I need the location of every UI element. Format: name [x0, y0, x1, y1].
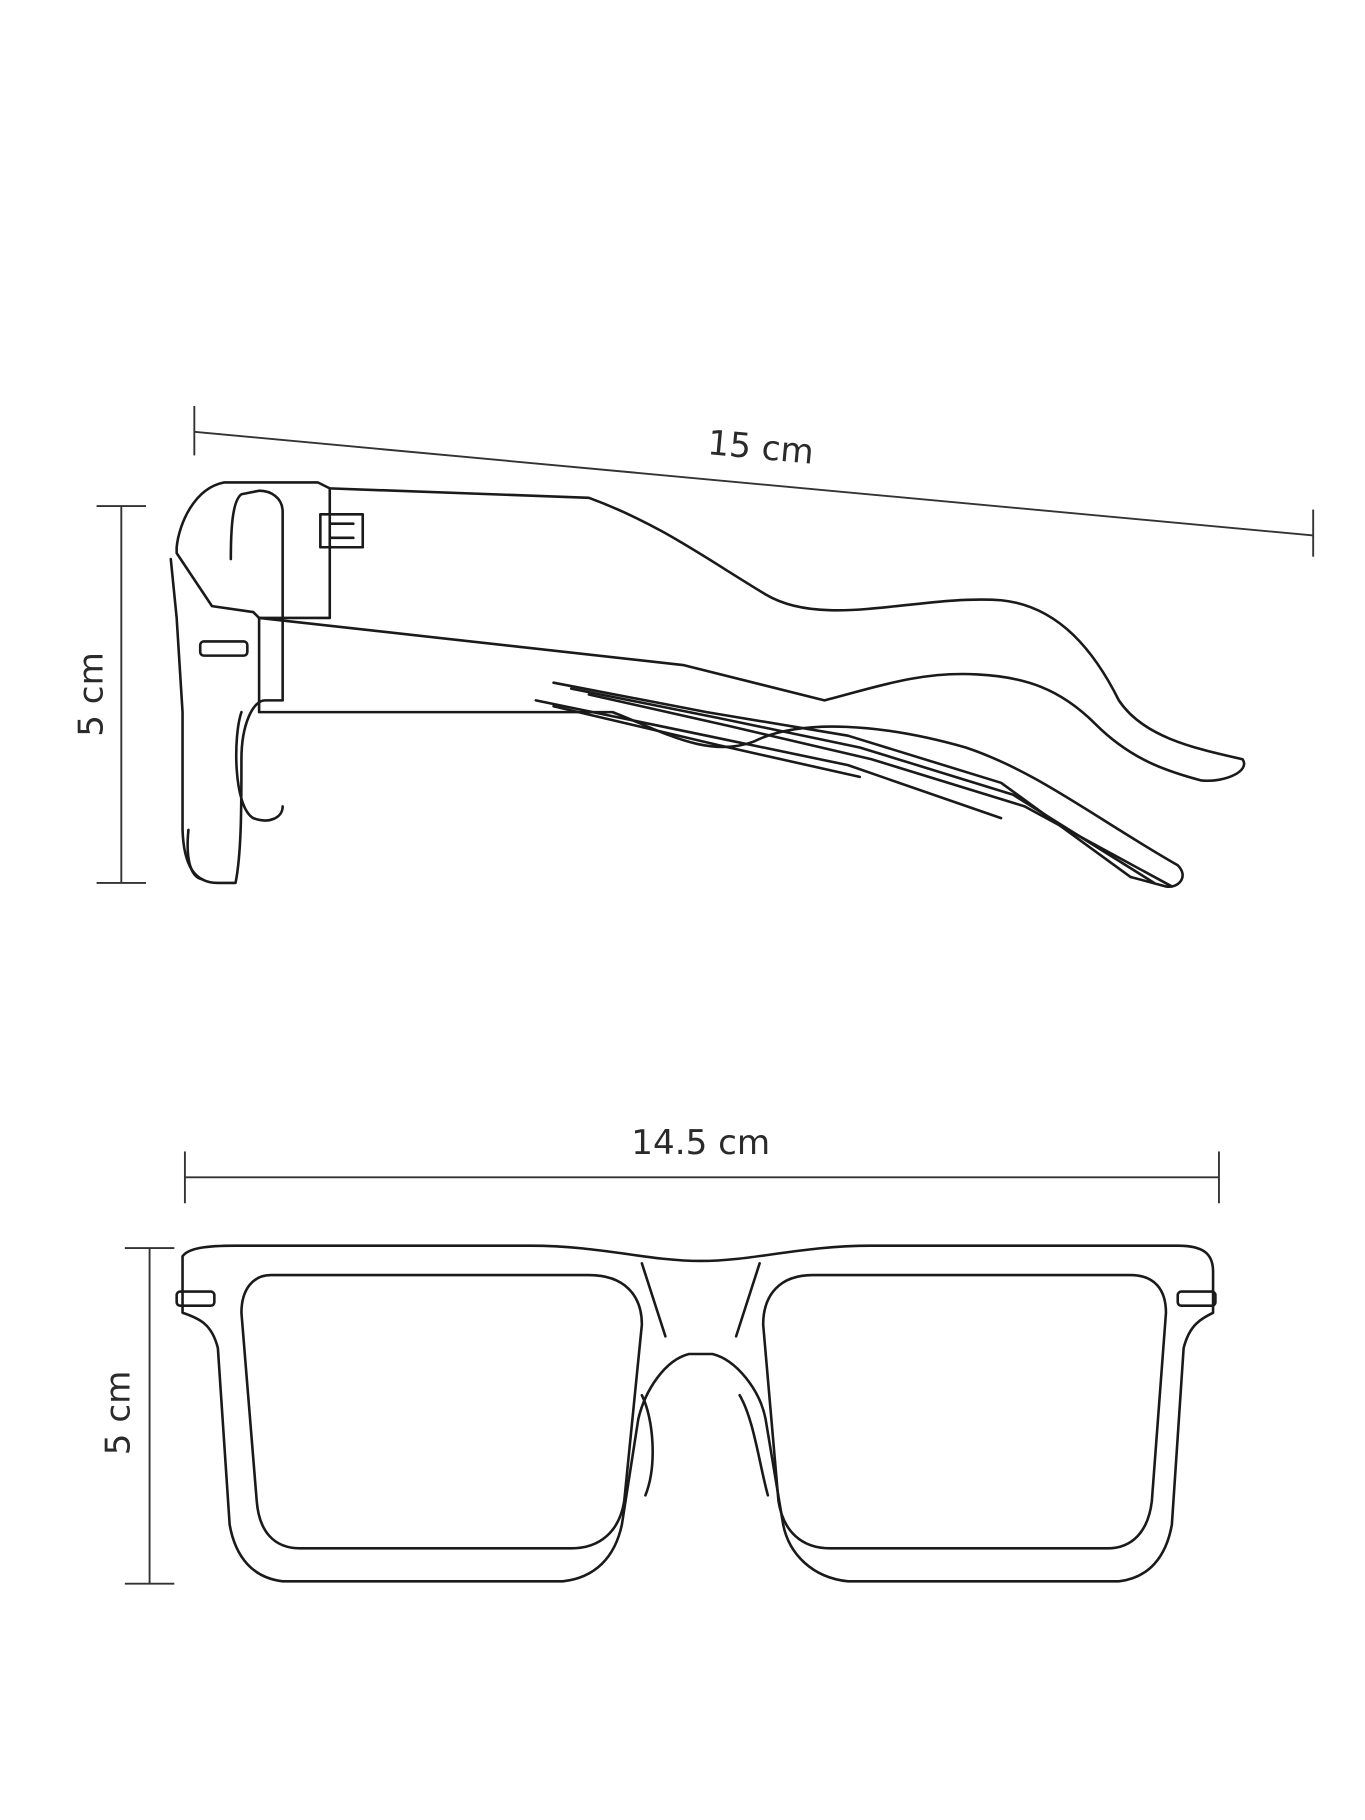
front-view: 14.5 cm 5 cm: [99, 1123, 1220, 1585]
front-height-label: 5 cm: [99, 1371, 139, 1456]
side-glasses-drawing: [169, 481, 1246, 888]
front-glasses-drawing: [175, 1244, 1217, 1583]
front-height-dimension: 5 cm: [99, 1247, 175, 1585]
side-length-dimension: 15 cm: [193, 405, 1315, 557]
front-width-dimension: 14.5 cm: [183, 1123, 1220, 1204]
front-width-label: 14.5 cm: [631, 1123, 770, 1163]
side-height-dimension: 5 cm: [71, 505, 147, 884]
side-view: 15 cm 5 cm: [71, 405, 1315, 888]
side-height-label: 5 cm: [71, 652, 111, 737]
side-length-label: 15 cm: [706, 423, 816, 473]
